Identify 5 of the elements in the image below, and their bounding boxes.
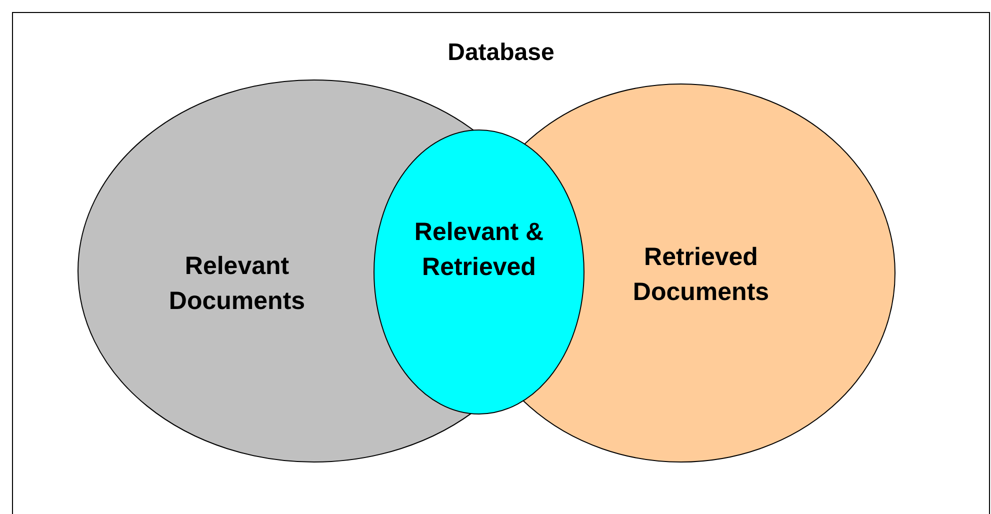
set-label: Retrieved Documents: [632, 242, 770, 308]
title-text: Database: [446, 38, 556, 68]
database-frame: [12, 12, 990, 514]
set-label: Relevant Documents: [168, 251, 306, 317]
set-label: Relevant & Retrieved: [413, 217, 545, 283]
